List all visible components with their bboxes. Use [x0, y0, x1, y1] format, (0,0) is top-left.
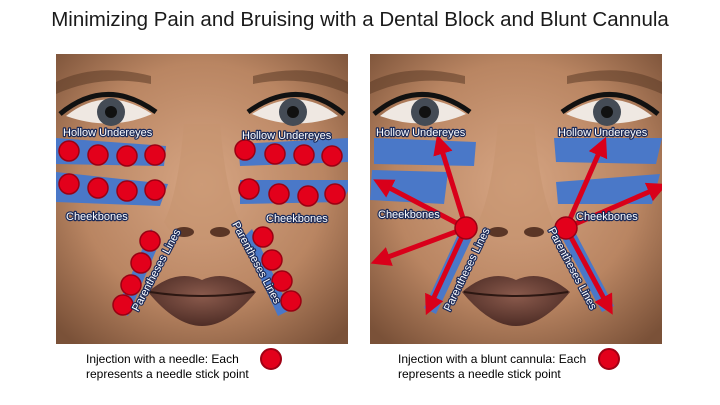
stick-point	[117, 181, 137, 201]
label-hollow-undereyes-left: Hollow Undereyes	[376, 127, 466, 139]
face-illustration-cannula: Hollow Undereyes Hollow Undereyes Cheekb…	[370, 54, 662, 344]
label-cheekbones-left: Cheekbones	[66, 211, 128, 223]
label-cheekbones-right: Cheekbones	[266, 213, 328, 225]
stick-point	[131, 253, 151, 273]
stick-point	[59, 174, 79, 194]
caption-needle: Injection with a needle: Each represents…	[86, 352, 356, 382]
slide-title: Minimizing Pain and Bruising with a Dent…	[0, 8, 720, 32]
caption-needle-line1: Injection with a needle: Each	[86, 352, 239, 366]
caption-cannula-line1: Injection with a blunt cannula: Each	[398, 352, 586, 366]
caption-needle-line2: represents a needle stick point	[86, 367, 249, 381]
caption-cannula: Injection with a blunt cannula: Each rep…	[398, 352, 698, 382]
label-hollow-undereyes-right: Hollow Undereyes	[558, 127, 648, 139]
stick-point	[294, 145, 314, 165]
stick-point-legend-icon	[260, 348, 282, 370]
stick-point	[117, 146, 137, 166]
nostril-right	[210, 227, 230, 237]
stick-point	[322, 146, 342, 166]
stick-point	[265, 144, 285, 164]
stick-point	[145, 180, 165, 200]
stick-point-legend-icon	[598, 348, 620, 370]
label-cheekbones-left: Cheekbones	[378, 209, 440, 221]
stick-point	[88, 178, 108, 198]
label-hollow-undereyes-right: Hollow Undereyes	[242, 130, 332, 142]
area-undereye-left	[374, 138, 476, 166]
stick-point	[253, 227, 273, 247]
stick-point	[281, 291, 301, 311]
face-diagram-needle: Hollow Undereyes Hollow Undereyes Cheekb…	[56, 54, 348, 344]
label-hollow-undereyes-left: Hollow Undereyes	[63, 127, 153, 139]
stick-point	[235, 140, 255, 160]
stick-point	[239, 179, 259, 199]
stick-point	[298, 186, 318, 206]
stick-point	[113, 295, 133, 315]
nostril-right	[524, 227, 544, 237]
stick-point	[325, 184, 345, 204]
label-cheekbones-right: Cheekbones	[576, 211, 638, 223]
area-undereye-right	[554, 138, 662, 164]
stick-point	[88, 145, 108, 165]
caption-cannula-line2: represents a needle stick point	[398, 367, 561, 381]
stick-point	[140, 231, 160, 251]
face-diagram-cannula: Hollow Undereyes Hollow Undereyes Cheekb…	[370, 54, 662, 344]
face-illustration-needle: Hollow Undereyes Hollow Undereyes Cheekb…	[56, 54, 348, 344]
stick-point	[59, 141, 79, 161]
stick-point	[269, 184, 289, 204]
stick-point	[145, 145, 165, 165]
stick-point	[455, 217, 477, 239]
